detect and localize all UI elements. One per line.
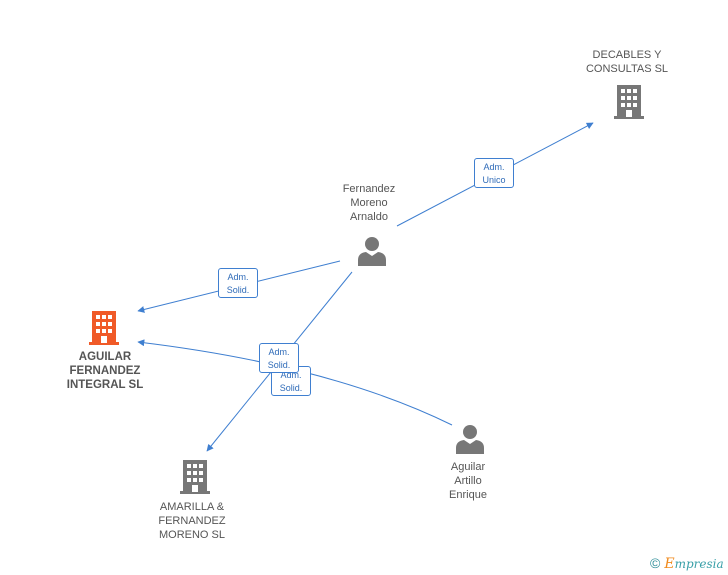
node-fernandez-label: Fernandez Moreno Arnaldo bbox=[329, 182, 409, 224]
building-icon-main[interactable] bbox=[89, 311, 119, 345]
node-artillo-line3: Enrique bbox=[449, 489, 487, 501]
node-artillo-label: Aguilar Artillo Enrique bbox=[428, 460, 508, 502]
edge-badge-adm-solid-back[interactable]: Adm. Solid. bbox=[271, 366, 311, 396]
person-icon[interactable] bbox=[357, 236, 387, 266]
building-icon[interactable] bbox=[614, 85, 644, 119]
edge-badge-line2: Solid. bbox=[267, 360, 291, 370]
edge-badge-line1: Adm. bbox=[280, 370, 302, 380]
person-icon[interactable] bbox=[455, 424, 485, 454]
node-amarilla-label: AMARILLA & FERNANDEZ MORENO SL bbox=[147, 500, 237, 542]
edge-badge-adm-solid[interactable]: Adm. Solid. bbox=[218, 268, 258, 298]
edge-badge-adm-solid-front[interactable]: Adm. Solid. bbox=[259, 343, 299, 373]
node-aguilar-integral-label: AGUILAR FERNANDEZ INTEGRAL SL bbox=[55, 350, 155, 392]
node-fernandez-line3: Arnaldo bbox=[350, 211, 388, 223]
brand-initial: E bbox=[664, 556, 675, 572]
edge-badge-adm-unico[interactable]: Adm. Unico bbox=[474, 158, 514, 188]
node-amarilla-line3: MORENO SL bbox=[158, 529, 225, 541]
node-aguilar-integral-line3: INTEGRAL SL bbox=[66, 379, 144, 391]
node-decables-label: DECABLES Y CONSULTAS SL bbox=[582, 48, 672, 76]
edge-badge-line2: Solid. bbox=[279, 383, 303, 393]
node-fernandez-line1: Fernandez bbox=[342, 183, 396, 195]
node-amarilla-line2: FERNANDEZ bbox=[158, 515, 226, 527]
edge-artillo-to-aguilar-integral bbox=[137, 339, 453, 426]
edge-badge-line2: Unico bbox=[482, 175, 506, 185]
edge-badge-line1: Adm. bbox=[483, 162, 505, 172]
footer-brand[interactable]: ©Empresia bbox=[650, 555, 724, 572]
node-aguilar-integral-line1: AGUILAR bbox=[78, 351, 132, 363]
node-artillo-line1: Aguilar bbox=[450, 461, 486, 473]
copyright-icon: © bbox=[650, 555, 661, 571]
node-amarilla-line1: AMARILLA & bbox=[159, 501, 225, 513]
edge-badge-line1: Adm. bbox=[268, 347, 290, 357]
edge-badge-line1: Adm. bbox=[227, 272, 249, 282]
node-artillo-line2: Artillo bbox=[454, 475, 482, 487]
node-decables-line1: DECABLES Y bbox=[592, 49, 662, 61]
building-icon[interactable] bbox=[180, 460, 210, 494]
node-aguilar-integral-line2: FERNANDEZ bbox=[69, 365, 141, 377]
node-fernandez-line2: Moreno bbox=[350, 197, 388, 209]
brand-name: mpresia bbox=[674, 557, 724, 571]
edge-badge-line2: Solid. bbox=[226, 285, 250, 295]
node-decables-line2: CONSULTAS SL bbox=[585, 63, 669, 75]
